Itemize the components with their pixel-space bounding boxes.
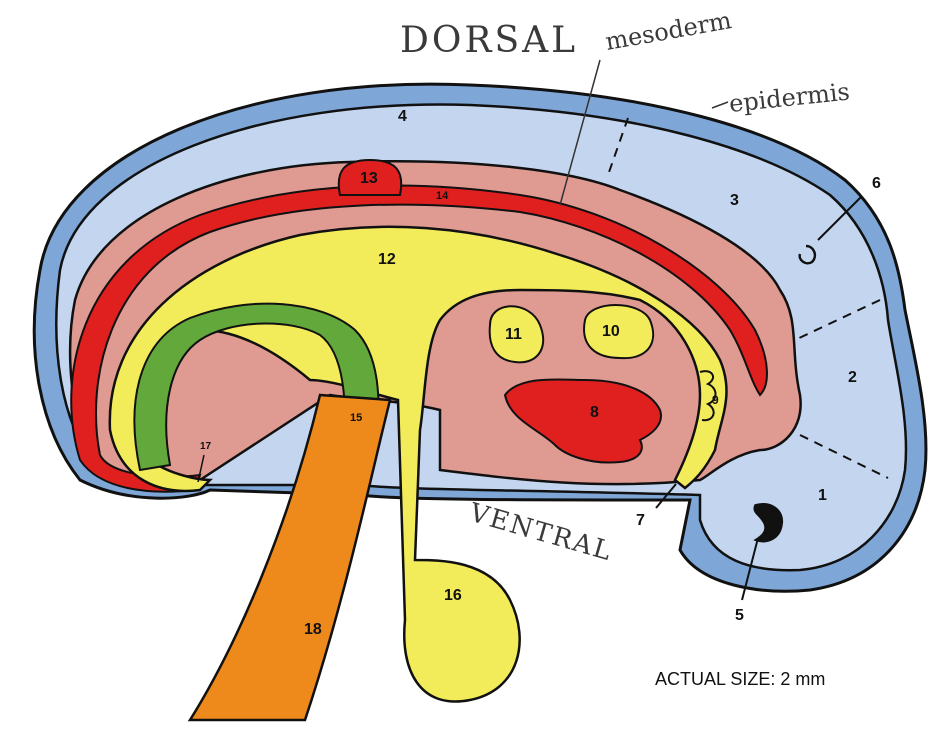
number-12: 12: [378, 251, 396, 268]
label-dorsal: DORSAL: [400, 20, 578, 61]
number-7: 7: [636, 512, 645, 529]
leader-epidermis: [712, 102, 728, 108]
number-11: 11: [505, 326, 522, 343]
label-ventral: VENTRAL: [465, 498, 616, 568]
number-15: 15: [350, 412, 362, 424]
number-8: 8: [590, 404, 599, 421]
number-2: 2: [848, 369, 857, 386]
number-17: 17: [200, 441, 212, 452]
number-1: 1: [818, 487, 827, 504]
number-16: 16: [444, 587, 462, 604]
number-6: 6: [872, 175, 881, 192]
number-18: 18: [304, 621, 322, 638]
number-9: 9: [712, 393, 719, 407]
number-14: 14: [436, 190, 449, 202]
number-4: 4: [398, 108, 407, 125]
number-13: 13: [360, 170, 378, 187]
label-epidermis: epidermis: [728, 77, 851, 117]
number-10: 10: [602, 323, 620, 340]
actual-size-caption: ACTUAL SIZE: 2 mm: [655, 669, 825, 689]
number-5: 5: [735, 607, 744, 624]
label-mesoderm: mesoderm: [603, 6, 734, 56]
number-3: 3: [730, 192, 739, 209]
